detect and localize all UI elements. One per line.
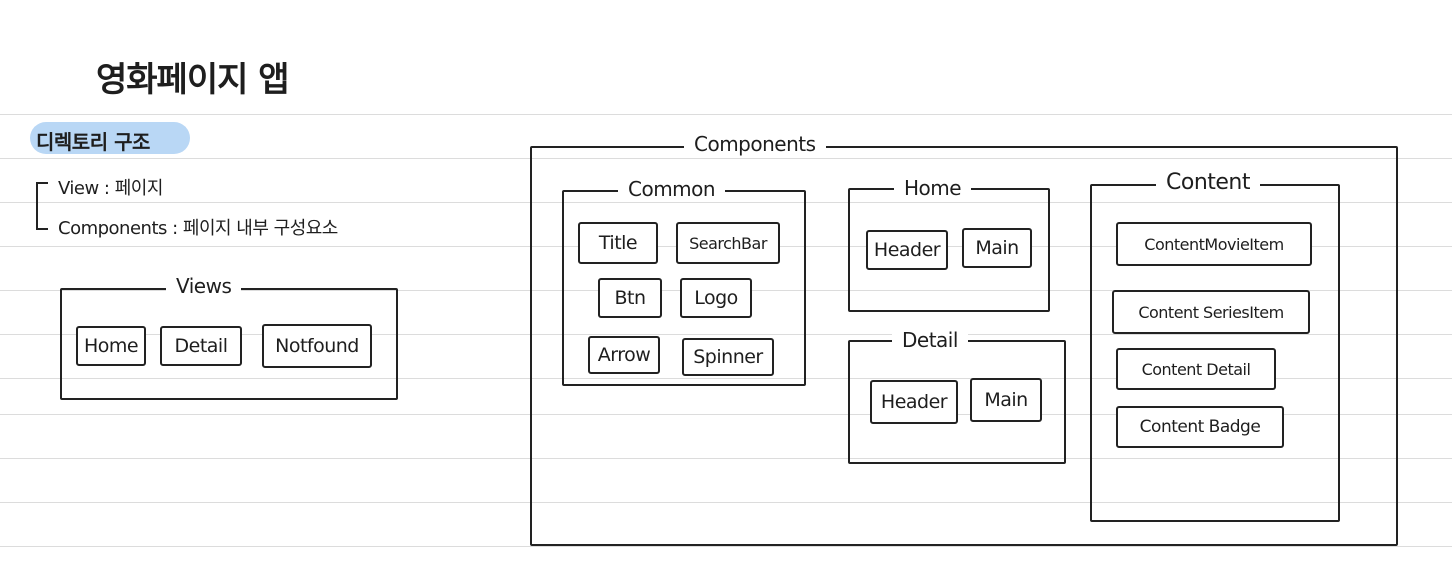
common-btn: Btn [598,278,662,318]
ruled-line [0,114,1452,115]
common-arrow: Arrow [588,336,660,374]
views-label: Views [166,274,242,298]
view-notfound: Notfound [262,324,372,368]
detail-main: Main [970,378,1042,422]
home-header: Header [866,230,948,270]
ruled-line [0,502,1452,503]
content-movie-item: ContentMovieItem [1116,222,1312,266]
detail-header: Header [870,380,958,424]
dir-line-view: View : 페이지 [58,178,163,199]
common-title: Title [578,222,658,264]
content-detail: Content Detail [1116,348,1276,390]
common-logo: Logo [680,278,752,318]
section-heading: 디렉토리 구조 [36,130,150,154]
home-label: Home [894,176,972,200]
dir-line-components: Components : 페이지 내부 구성요소 [58,218,338,239]
ruled-line [0,458,1452,459]
content-series-item: Content SeriesItem [1112,290,1310,334]
ruled-line [0,334,1452,335]
components-box [530,146,1398,546]
common-searchbar: SearchBar [676,222,780,264]
view-detail: Detail [160,326,242,366]
heading-highlight [30,122,190,154]
home-main: Main [962,228,1032,268]
common-spinner: Spinner [682,338,774,376]
ruled-line [0,378,1452,379]
ruled-line [0,414,1452,415]
ruled-line [0,158,1452,159]
ruled-line [0,202,1452,203]
components-label: Components [684,132,826,156]
content-label: Content [1156,170,1260,195]
page-title: 영화페이지 앱 [96,60,290,100]
ruled-line [0,546,1452,547]
detail-label: Detail [892,328,968,352]
bracket [36,182,48,230]
content-badge: Content Badge [1116,406,1284,448]
common-label: Common [618,177,726,201]
view-home: Home [76,326,146,366]
